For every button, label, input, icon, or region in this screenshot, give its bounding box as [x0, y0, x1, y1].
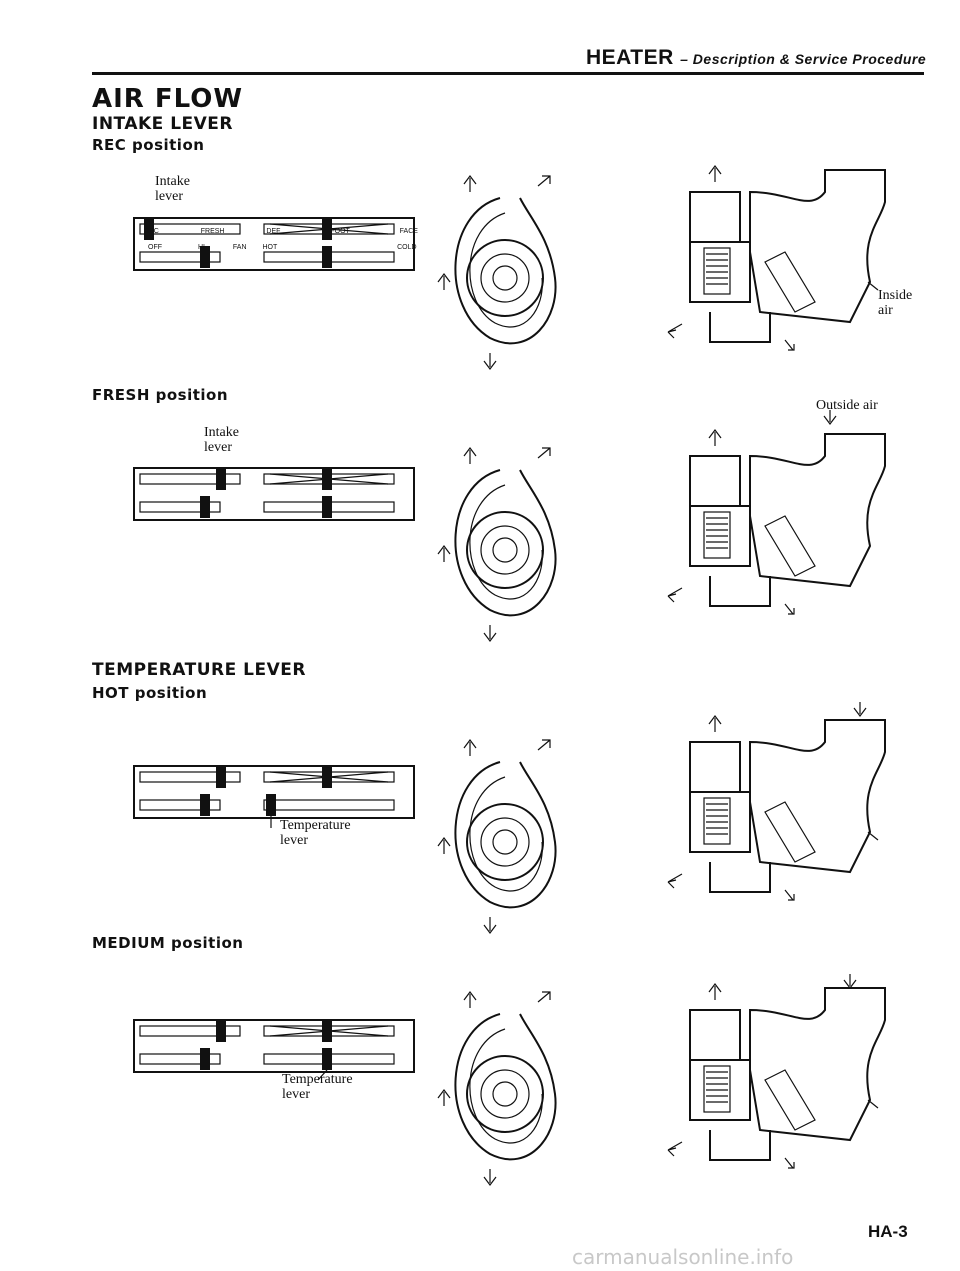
control-panel-drawing	[133, 217, 415, 271]
section-title-intake-lever: INTAKE LEVER	[92, 114, 233, 134]
blower-diagram-drawing	[437, 991, 557, 1186]
panel-text-face: FACE	[399, 228, 418, 235]
blower-diagram-drawing	[437, 175, 557, 370]
heading-fresh-position: FRESH position	[92, 386, 229, 404]
label-outside-air: Outside air	[816, 398, 878, 413]
header-subtitle: – Description & Service Procedure	[680, 51, 927, 67]
panel-legend-bottom: OFF HI FAN HOT COLD	[148, 244, 417, 252]
watermark: carmanualsonline.info	[572, 1245, 794, 1269]
panel-text-rec: REC	[144, 228, 159, 235]
label-inside-air: Inside air	[878, 288, 913, 318]
blower-diagram-drawing	[437, 739, 557, 934]
panel-text-fan: FAN	[232, 244, 247, 251]
control-panel-drawing	[133, 765, 415, 828]
label-temperature-lever-medium: Temperature lever	[282, 1072, 353, 1102]
page-number: HA-3	[868, 1222, 908, 1241]
heater-unit-drawing	[667, 702, 886, 901]
header-rule	[92, 72, 924, 75]
section-title-temperature-lever: TEMPERATURE LEVER	[92, 660, 306, 680]
label-intake-lever-fresh: Intake lever	[204, 425, 239, 455]
control-panel-drawing	[133, 467, 415, 521]
panel-text-hot: HOT	[262, 244, 278, 251]
control-panel-drawing	[133, 1019, 415, 1081]
panel-text-def: DEF	[266, 228, 281, 235]
label-intake-lever-rec: Intake lever	[155, 174, 190, 204]
heading-hot-position: HOT position	[92, 684, 208, 702]
panel-legend-rec: REC FRESH DEF FOOT FACE	[144, 228, 418, 236]
page-header: HEATER – Description & Service Procedure	[586, 46, 926, 70]
heading-medium-position: MEDIUM position	[92, 934, 244, 952]
panel-text-hi: HI	[197, 244, 205, 251]
heater-unit-drawing	[667, 974, 886, 1169]
panel-text-foot: FOOT	[330, 228, 350, 235]
label-temperature-lever-hot: Temperature lever	[280, 818, 351, 848]
panel-text-off: OFF	[148, 244, 162, 251]
section-title-air-flow: AIR FLOW	[92, 84, 244, 114]
panel-text-cold: COLD	[397, 244, 417, 251]
header-title: HEATER	[586, 46, 674, 69]
blower-diagram-drawing	[437, 447, 557, 642]
heater-unit-drawing	[667, 410, 886, 615]
heater-unit-drawing	[667, 165, 886, 351]
heading-rec-position: REC position	[92, 136, 205, 154]
panel-text-fresh: FRESH	[200, 228, 225, 235]
